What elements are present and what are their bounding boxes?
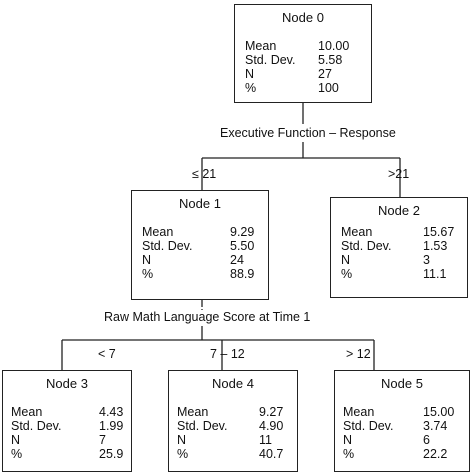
split-1-variable: Raw Math Language Score at Time 1 — [102, 310, 313, 324]
node-title: Node 3 — [46, 376, 88, 391]
mean-label: Mean — [142, 225, 174, 239]
split-1-branch-left: < 7 — [98, 347, 116, 361]
mean-value: 15.67 — [423, 225, 455, 239]
pct-value: 40.7 — [259, 447, 284, 461]
pct-label: % — [245, 81, 257, 95]
sd-value: 5.58 — [318, 53, 343, 67]
pct-label: % — [343, 447, 355, 461]
mean-value: 9.29 — [230, 225, 255, 239]
n-label: N — [11, 433, 21, 447]
split-1-branch-right: > 12 — [346, 347, 371, 361]
sd-label: Std. Dev. — [177, 419, 228, 433]
n-value: 6 — [423, 433, 430, 447]
sd-value: 5.50 — [230, 239, 255, 253]
pct-value: 100 — [318, 81, 339, 95]
n-label: N — [142, 253, 152, 267]
mean-value: 10.00 — [318, 39, 350, 53]
sd-label: Std. Dev. — [341, 239, 392, 253]
sd-label: Std. Dev. — [11, 419, 62, 433]
pct-value: 25.9 — [99, 447, 124, 461]
mean-label: Mean — [245, 39, 277, 53]
mean-value: 4.43 — [99, 405, 124, 419]
sd-value: 4.90 — [259, 419, 284, 433]
pct-label: % — [11, 447, 23, 461]
n-label: N — [245, 67, 255, 81]
n-value: 24 — [230, 253, 244, 267]
split-0-branch-right: >21 — [388, 167, 410, 181]
node-title: Node 0 — [282, 10, 324, 25]
node-title: Node 2 — [378, 203, 420, 218]
pct-value: 88.9 — [230, 267, 255, 281]
mean-label: Mean — [177, 405, 209, 419]
mean-value: 9.27 — [259, 405, 284, 419]
sd-value: 1.99 — [99, 419, 124, 433]
node-3: Node 3 Mean 4.43 Std. Dev. 1.99 N 7 % 25… — [2, 370, 132, 472]
n-value: 3 — [423, 253, 430, 267]
pct-label: % — [341, 267, 353, 281]
sd-label: Std. Dev. — [245, 53, 296, 67]
n-label: N — [343, 433, 353, 447]
sd-value: 3.74 — [423, 419, 448, 433]
node-title: Node 4 — [212, 376, 254, 391]
mean-label: Mean — [343, 405, 375, 419]
pct-label: % — [142, 267, 154, 281]
pct-label: % — [177, 447, 189, 461]
sd-value: 1.53 — [423, 239, 448, 253]
node-4: Node 4 Mean 9.27 Std. Dev. 4.90 N 11 % 4… — [168, 370, 298, 472]
split-0-variable: Executive Function – Response — [218, 126, 398, 140]
n-value: 27 — [318, 67, 332, 81]
mean-label: Mean — [11, 405, 43, 419]
pct-value: 22.2 — [423, 447, 448, 461]
n-label: N — [341, 253, 351, 267]
node-1: Node 1 Mean 9.29 Std. Dev. 5.50 N 24 % 8… — [131, 190, 269, 300]
mean-label: Mean — [341, 225, 373, 239]
node-title: Node 5 — [381, 376, 423, 391]
node-2: Node 2 Mean 15.67 Std. Dev. 1.53 N 3 % 1… — [330, 197, 468, 298]
sd-label: Std. Dev. — [142, 239, 193, 253]
node-5: Node 5 Mean 15.00 Std. Dev. 3.74 N 6 % 2… — [334, 370, 470, 472]
split-0-branch-left: ≤ 21 — [192, 167, 217, 181]
node-0: Node 0 Mean 10.00 Std. Dev. 5.58 N 27 % … — [234, 4, 372, 103]
n-label: N — [177, 433, 187, 447]
sd-label: Std. Dev. — [343, 419, 394, 433]
n-value: 7 — [99, 433, 106, 447]
n-value: 11 — [259, 433, 272, 447]
mean-value: 15.00 — [423, 405, 455, 419]
split-1-branch-middle: 7 – 12 — [210, 347, 245, 361]
pct-value: 11.1 — [423, 267, 447, 281]
node-title: Node 1 — [179, 196, 221, 211]
